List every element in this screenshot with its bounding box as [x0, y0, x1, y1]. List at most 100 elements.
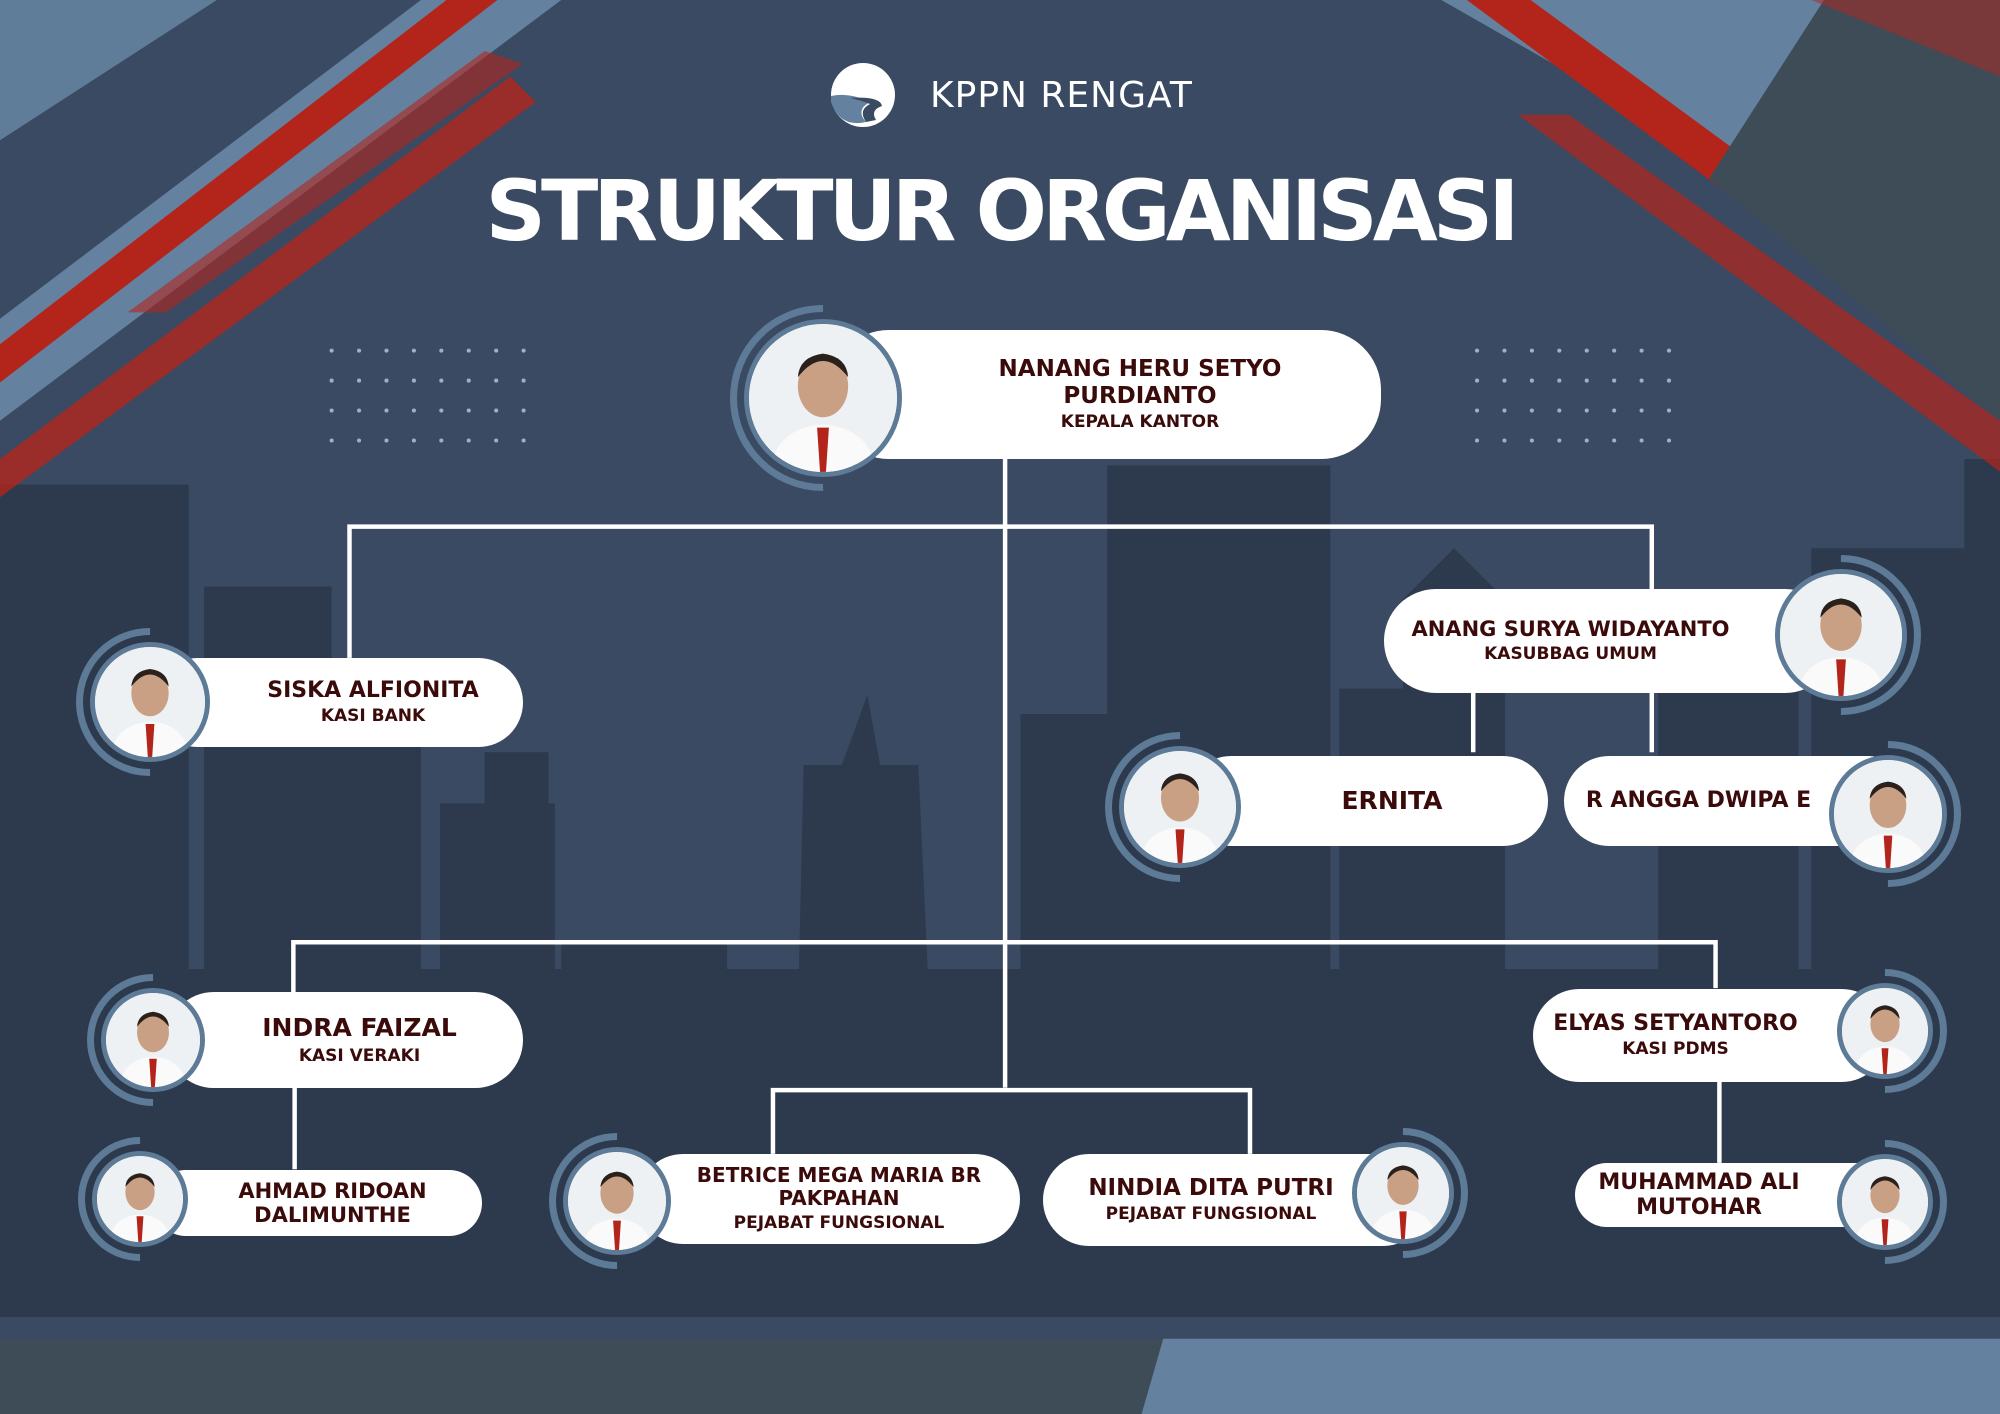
dot [494, 438, 499, 443]
dot [494, 408, 499, 413]
dot [329, 438, 334, 443]
dot [521, 408, 526, 413]
dot [1502, 408, 1507, 413]
dot [329, 408, 334, 413]
dot [384, 378, 389, 383]
dot [494, 378, 499, 383]
dot [1639, 348, 1644, 353]
dot [1584, 378, 1589, 383]
person-silhouette-icon [1124, 751, 1236, 863]
dot [466, 378, 471, 383]
person-silhouette-icon [1834, 760, 1942, 868]
dot [1584, 438, 1589, 443]
person-name: R ANGGA DWIPA E [1585, 788, 1812, 814]
person-silhouette-icon [97, 1156, 183, 1242]
person-name: ERNITA [1341, 785, 1443, 815]
dot [1557, 348, 1562, 353]
person-name: NANANG HERU SETYO PURDIANTO [998, 356, 1282, 409]
person-name: ANANG SURYA WIDAYANTO [1411, 617, 1730, 642]
person-silhouette-icon [106, 993, 200, 1087]
dot [357, 438, 362, 443]
person-photo [563, 1147, 671, 1255]
dot [466, 408, 471, 413]
person-silhouette-icon [1842, 988, 1928, 1074]
dot [384, 348, 389, 353]
person-name: SISKA ALFIONITA [267, 678, 479, 704]
dot [439, 378, 444, 383]
dot [1557, 408, 1562, 413]
dot [1612, 408, 1617, 413]
page-title: STRUKTUR ORGANISASI [485, 162, 1519, 260]
person-role: KASI PDMS [1622, 1039, 1729, 1060]
dot [1475, 378, 1480, 383]
person-role: PEJABAT FUNGSIONAL [1105, 1204, 1317, 1225]
dot-grid [329, 348, 1672, 443]
dot [1612, 378, 1617, 383]
dot [411, 438, 416, 443]
person-name: NINDIA DITA PUTRI [1088, 1175, 1334, 1201]
dot [1475, 438, 1480, 443]
dot [1529, 348, 1534, 353]
dot [384, 408, 389, 413]
person-silhouette-icon [1357, 1147, 1449, 1239]
dot [1612, 438, 1617, 443]
dot [521, 348, 526, 353]
dot [357, 378, 362, 383]
dot [494, 348, 499, 353]
dot [411, 348, 416, 353]
person-role: KASUBBAG UMUM [1484, 644, 1657, 665]
name-card: NANANG HERU SETYO PURDIANTO KEPALA KANTOR [829, 330, 1381, 459]
dot [1666, 348, 1672, 353]
person-photo [1352, 1142, 1454, 1244]
dot [439, 438, 444, 443]
person-photo [92, 1151, 188, 1247]
person-photo [1829, 755, 1947, 873]
dot [439, 348, 444, 353]
person-role: PEJABAT FUNGSIONAL [733, 1213, 945, 1234]
name-card: ERNITA [1186, 756, 1548, 846]
dot [357, 408, 362, 413]
dot [1475, 348, 1480, 353]
dot [1502, 348, 1507, 353]
dot [466, 438, 471, 443]
dot [1639, 378, 1644, 383]
person-silhouette-icon [95, 647, 205, 757]
dot [1639, 408, 1644, 413]
dot [357, 348, 362, 353]
person-silhouette-icon [1842, 1159, 1928, 1245]
person-photo [90, 642, 210, 762]
dot [329, 348, 334, 353]
dot [521, 378, 526, 383]
person-silhouette-icon [749, 324, 897, 472]
dot [1475, 408, 1480, 413]
person-role: KEPALA KANTOR [1060, 412, 1220, 433]
dot [1666, 438, 1672, 443]
person-silhouette-icon [568, 1152, 666, 1250]
dot [1557, 438, 1562, 443]
dot [1529, 438, 1534, 443]
dot [1529, 408, 1534, 413]
dot [521, 438, 526, 443]
person-photo [1119, 746, 1241, 868]
person-photo [1775, 569, 1907, 701]
brand-header: KPPN RENGAT [830, 62, 1193, 128]
brand-name: KPPN RENGAT [930, 74, 1193, 116]
dot [1666, 378, 1672, 383]
connector-lines [291, 459, 1722, 1170]
dot [1502, 378, 1507, 383]
person-photo [101, 988, 205, 1092]
dot [1584, 408, 1589, 413]
dot [1502, 438, 1507, 443]
person-name: ELYAS SETYANTORO [1553, 1011, 1798, 1037]
dot [1666, 408, 1672, 413]
dot [411, 378, 416, 383]
person-name: AHMAD RIDOAN DALIMUNTHE [238, 1178, 427, 1227]
dot [439, 408, 444, 413]
dot [1584, 348, 1589, 353]
dot [1529, 378, 1534, 383]
person-photo [1837, 1154, 1933, 1250]
kppn-wave-logo-icon [831, 63, 895, 127]
